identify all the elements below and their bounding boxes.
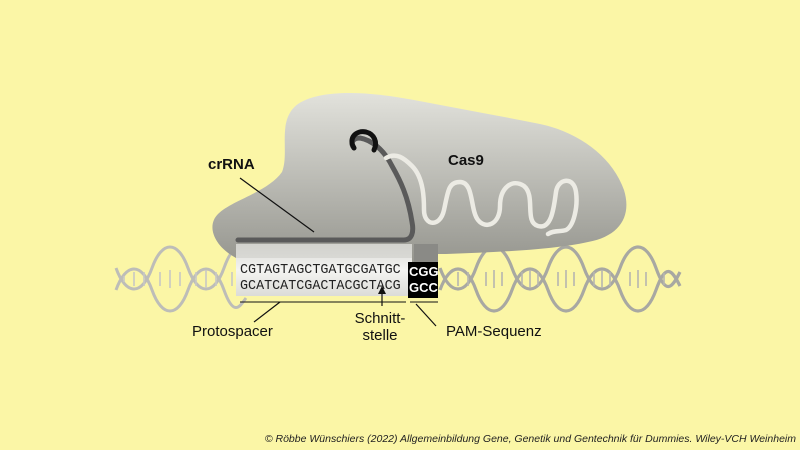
crrna-strand <box>235 135 416 243</box>
pam-sequenz-label: PAM-Sequenz <box>446 323 542 340</box>
pam-box-shoulder <box>414 244 438 262</box>
crrna-hairpin <box>349 129 379 153</box>
cut-site-arrow <box>378 286 386 306</box>
pam-pointer-line <box>415 303 437 327</box>
protospacer-label: Protospacer <box>192 323 273 340</box>
schnittstelle-line-2: stelle <box>362 327 398 344</box>
helix-left <box>114 245 248 313</box>
helix-right <box>438 245 682 313</box>
protospacer-box-shade <box>236 244 412 258</box>
cas9-label: Cas9 <box>448 152 484 169</box>
copyright-notice: © Röbbe Wünschiers (2022) Allgemeinbildu… <box>264 433 796 445</box>
dna-helix <box>114 245 682 313</box>
crrna-pointer-line <box>239 177 315 233</box>
bottom-strand-pam: GCC <box>409 280 438 295</box>
protospacer-pointer-line <box>253 301 281 323</box>
schnittstelle-line-1: Schnitt- <box>354 310 406 327</box>
tracrrna-strand <box>383 153 579 237</box>
crrna-label: crRNA <box>208 156 255 173</box>
pam-box <box>408 262 438 298</box>
top-strand-protospacer: CGTAGTAGCTGATGCGATGC <box>240 263 401 278</box>
bottom-strand-protospacer: GCATCATCGACTACGCTACG <box>240 279 401 294</box>
top-strand-pam: CGG <box>409 264 439 279</box>
schnittstelle-label: Schnitt- stelle <box>340 310 420 344</box>
